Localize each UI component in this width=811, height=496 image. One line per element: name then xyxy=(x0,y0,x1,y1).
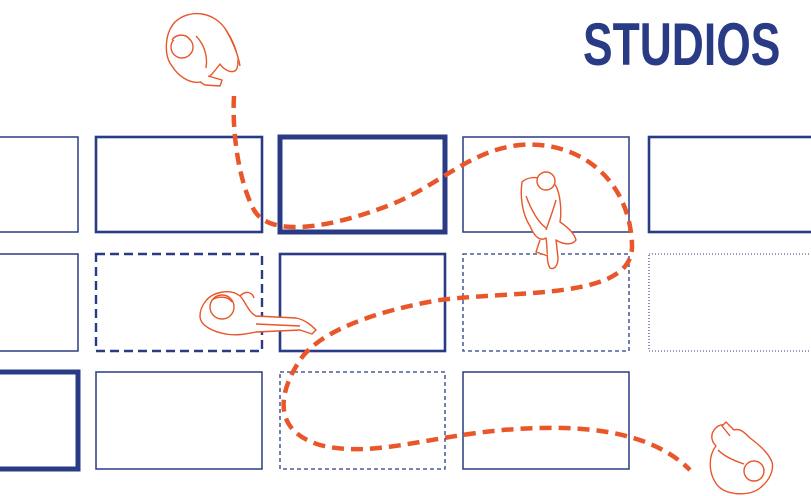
studio-frame-r3-c2 xyxy=(96,372,262,469)
studio-frame-r2-c4 xyxy=(463,254,629,351)
studio-frame-r2-c5 xyxy=(649,254,811,351)
dashed-path-line xyxy=(234,96,690,470)
studio-frame-r2-c1 xyxy=(0,254,78,351)
studio-frame-r1-c3 xyxy=(280,137,445,232)
sitting-person-icon xyxy=(200,292,316,335)
studio-frame-r1-c2 xyxy=(96,137,262,232)
walking-person-icon xyxy=(166,14,240,86)
studio-frame-r3-c3 xyxy=(280,372,445,469)
studio-frames xyxy=(0,137,811,469)
studio-frame-r3-c1 xyxy=(0,372,78,469)
studio-frame-r1-c1 xyxy=(0,137,78,232)
studio-frame-r3-c4 xyxy=(463,372,629,469)
walking-person-icon xyxy=(710,422,772,494)
studio-frame-r1-c5 xyxy=(649,137,811,232)
